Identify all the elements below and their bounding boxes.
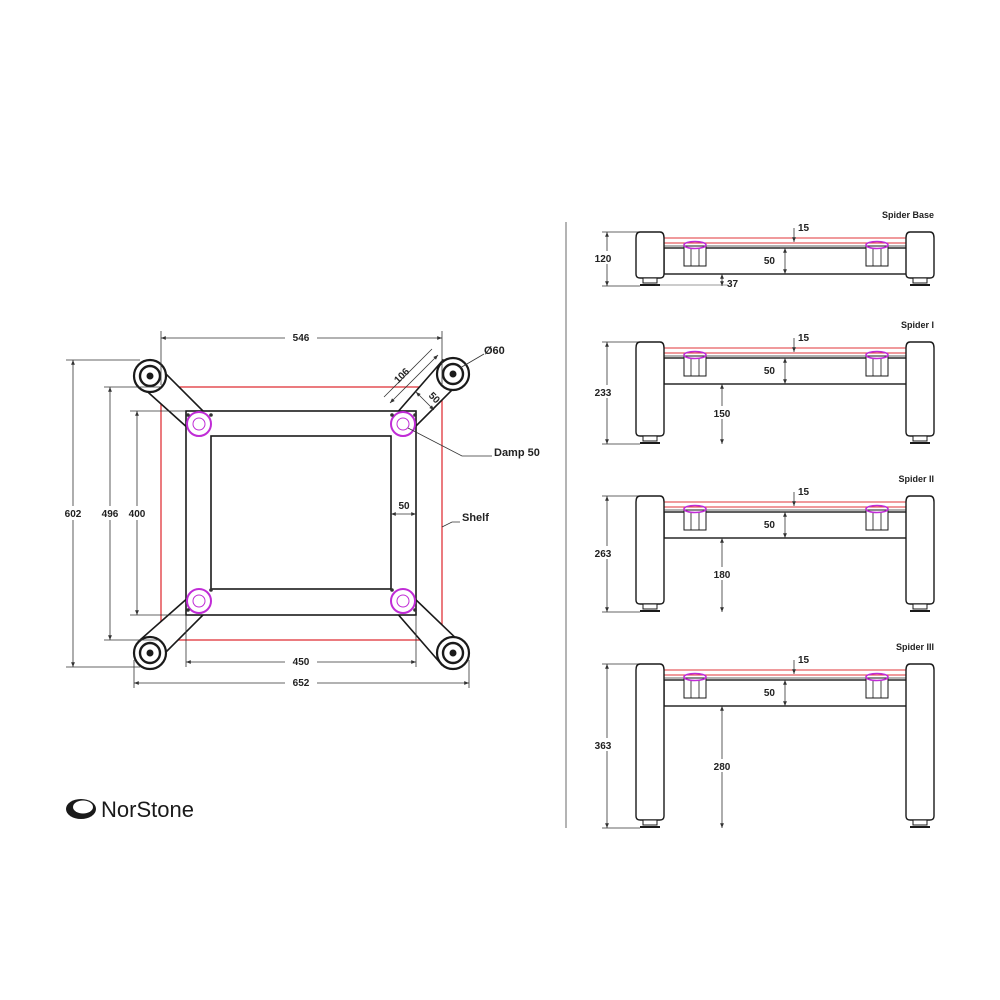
damper-top-left [186,411,213,437]
dim-frame-width-label: 50 [398,501,410,512]
side-view-top-label: 15 [798,655,810,666]
dim-frame-width: 50 [391,501,416,516]
dim-top-width-label: 546 [293,333,310,344]
side-view-damper [683,240,707,250]
side-view-leg [635,231,665,279]
side-view-damper [683,672,707,682]
dim-height-total: 602 [60,359,140,668]
side-view-clear-label: 150 [714,409,731,420]
dim-bottom-total-label: 652 [293,678,310,689]
feet [132,356,471,671]
side-view-3: 263 Spider II 15 50 180 [590,474,935,613]
side-view-top-label: 15 [798,333,810,344]
shelf-callout: Shelf [441,512,489,528]
side-view-height-label: 120 [595,254,612,265]
foot-bottom-left [132,635,168,671]
side-view-height-label: 233 [595,388,612,399]
side-view-height-label: 263 [595,549,612,560]
dim-bottom-inner-label: 450 [293,657,310,668]
side-view-clear-label: 280 [714,762,731,773]
damper-top-right [390,411,417,437]
top-view: 546 450 652 602 [60,329,540,689]
side-view-leg [635,341,665,437]
brand-name: NorStone [101,797,194,822]
side-view-clear-label: 37 [727,279,739,290]
foot-diameter-callout: Ø60 [459,345,505,369]
side-view-beam-label: 50 [764,256,776,267]
side-view-title: Spider III [896,642,934,652]
logo-mark-icon [66,799,96,819]
side-view-leg [905,341,935,437]
dim-bottom-total: 652 [133,660,470,689]
side-view-leg [635,495,665,605]
side-view-title: Spider I [901,320,934,330]
dampers [186,411,417,614]
side-view-damper [865,240,889,250]
side-view-damper [865,504,889,514]
side-view-beam-label: 50 [764,688,776,699]
dim-height-mid: 496 [97,386,161,641]
dim-height-inner-label: 400 [129,509,146,520]
foot-top-left [132,358,168,394]
side-view-4: 363 Spider III 15 50 280 [590,642,935,829]
side-view-top-label: 15 [798,223,810,234]
dim-height-inner: 400 [124,410,186,616]
side-view-damper [683,350,707,360]
side-view-title: Spider II [898,474,934,484]
side-views: 120 Spider Base 15 50 37 233 Spider I 15 50 150 26… [590,210,935,829]
side-view-beam-label: 50 [764,366,776,377]
side-view-damper [683,504,707,514]
damper-bottom-left [186,588,213,614]
damp-label: Damp 50 [494,447,540,459]
foot-diameter-label: Ø60 [484,345,505,357]
side-view-leg [635,663,665,821]
foot-bottom-right [435,635,471,671]
damp-callout: Damp 50 [407,427,540,459]
side-view-damper [865,350,889,360]
dim-diagonal-length-label: 106 [392,366,412,386]
shelf-outline [160,386,443,641]
brand-logo: NorStone [66,797,194,822]
side-view-1: 120 Spider Base 15 50 37 [590,210,935,290]
dim-top-width: 546 [160,329,443,385]
side-view-clear-label: 180 [714,570,731,581]
outer-frame [185,410,417,616]
side-view-leg [905,663,935,821]
side-view-top-label: 15 [798,487,810,498]
damper-bottom-right [390,588,417,614]
side-view-beam-label: 50 [764,520,776,531]
side-view-2: 233 Spider I 15 50 150 [590,320,935,445]
side-view-title: Spider Base [882,210,934,220]
dim-height-mid-label: 496 [102,509,119,520]
dim-bottom-inner: 450 [185,615,417,668]
foot-top-right [435,356,471,392]
shelf-label: Shelf [462,512,489,524]
side-view-damper [865,672,889,682]
side-view-height-label: 363 [595,741,612,752]
dim-height-total-label: 602 [65,509,82,520]
side-view-leg [905,495,935,605]
side-view-leg [905,231,935,279]
